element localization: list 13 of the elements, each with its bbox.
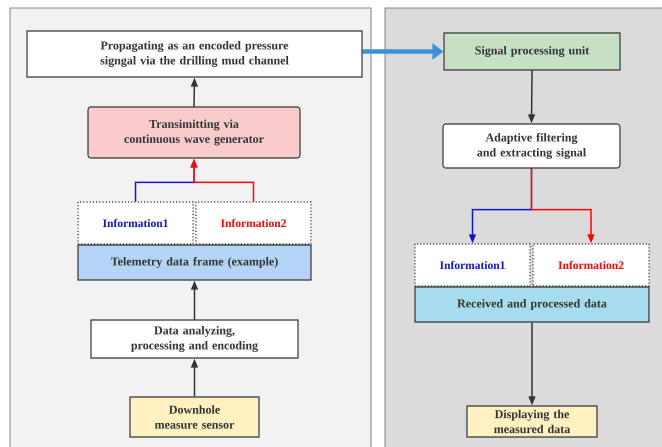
information-box: Information1 xyxy=(77,201,194,245)
process-box: Transimitting via continuous wave generator xyxy=(87,106,301,159)
process-box: Displaying the measured data xyxy=(466,405,598,438)
information-box: Information2 xyxy=(532,243,650,287)
process-box: Telemetry data frame (example) xyxy=(77,244,312,281)
process-box: Adaptive filtering and extracting signal xyxy=(442,123,621,169)
process-box: Signal processing unit xyxy=(443,32,621,71)
process-box: Received and processed data xyxy=(414,286,650,323)
process-box: Data analyzing, processing and encoding xyxy=(90,319,299,359)
process-box: Propagating as an encoded pressure signgal via the drilling mud channel xyxy=(26,30,363,78)
information-box: Information1 xyxy=(414,243,531,287)
process-box: Downhole measure sensor xyxy=(129,396,260,438)
information-box: Information2 xyxy=(195,201,312,245)
